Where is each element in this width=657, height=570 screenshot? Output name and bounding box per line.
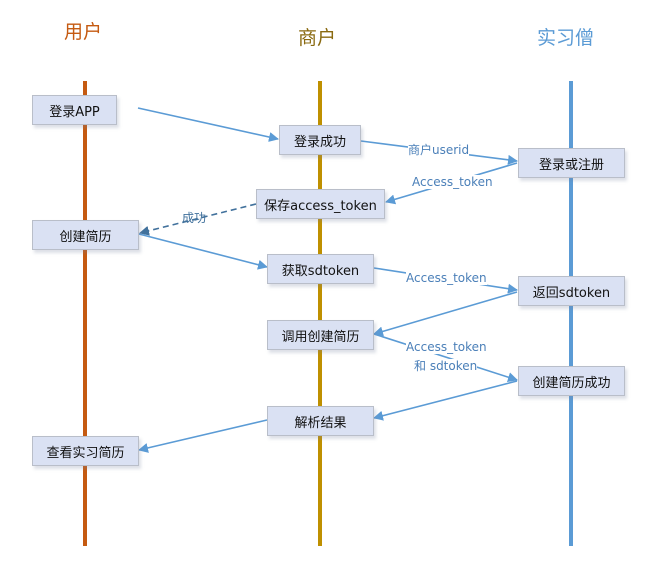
box-parse-result: 解析结果 — [267, 406, 374, 436]
box-create-resume: 创建简历 — [32, 220, 139, 250]
box-get-sdtoken: 获取sdtoken — [267, 254, 374, 284]
arrow-return-sdtoken-to-call-create — [373, 291, 518, 337]
label-access-token-2: Access_token — [406, 271, 487, 285]
arrow-create-success-to-parse-result — [373, 380, 518, 421]
arrow-parse-result-to-view-resume — [138, 419, 268, 453]
box-save-access-token: 保存access_token — [256, 189, 385, 219]
box-return-sdtoken: 返回sdtoken — [518, 276, 625, 306]
box-view-resume: 查看实习简历 — [32, 436, 139, 466]
label-success: 成功 — [182, 211, 207, 225]
box-login-app: 登录APP — [32, 95, 117, 125]
arrow-create-resume-to-get-sdtoken — [138, 233, 268, 270]
arrow-login-app-to-login-success — [137, 107, 279, 142]
label-access-token-3: Access_token — [406, 340, 487, 354]
lifeline-shixiseng — [569, 81, 573, 546]
arrow-call-create-to-create-success — [373, 333, 518, 383]
actor-user: 用户 — [64, 21, 103, 43]
label-access-token-1: Access_token — [412, 175, 493, 189]
label-merchant-userid: 商户userid — [408, 143, 470, 157]
box-login-success: 登录成功 — [279, 125, 361, 155]
lifeline-merchant — [318, 81, 322, 546]
actor-merchant: 商户 — [298, 27, 337, 49]
box-login-or-register: 登录或注册 — [518, 148, 625, 178]
label-and-sdtoken: 和 sdtoken — [414, 359, 478, 373]
box-call-create-resume: 调用创建简历 — [267, 320, 374, 350]
lifeline-user — [83, 81, 87, 546]
actor-shixiseng: 实习僧 — [537, 27, 595, 49]
box-create-resume-success: 创建简历成功 — [518, 366, 625, 396]
